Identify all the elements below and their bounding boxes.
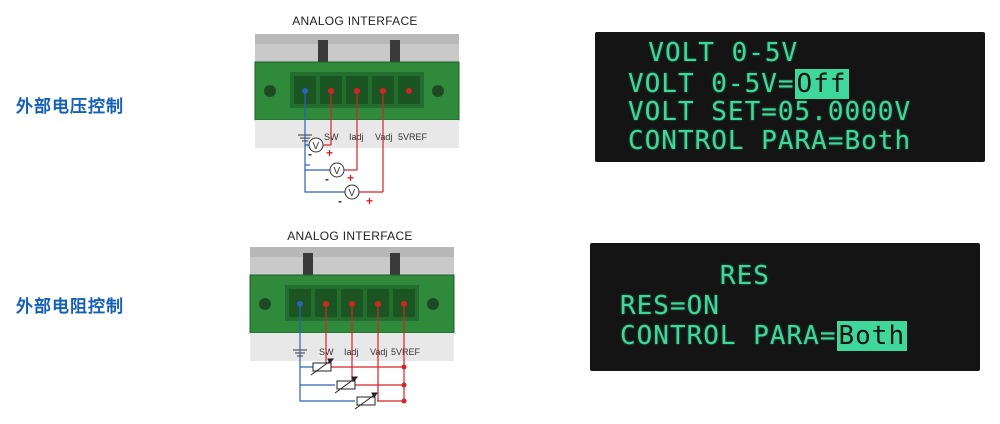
lcd-line: RES: [620, 261, 770, 291]
meter-symbol-1: V: [313, 141, 320, 152]
lcd-display-resistance: RES RES=ON CONTROL PARA=Both: [590, 243, 980, 371]
plus-sign-2: +: [347, 171, 354, 185]
lcd-highlight: Off: [794, 69, 849, 99]
section-label-voltage: 外部电压控制: [16, 97, 124, 117]
minus-sign-1: -: [308, 147, 312, 161]
lcd-line: CONTROL PARA=Both: [628, 126, 912, 156]
pin-label-vadj: Vadj: [375, 132, 392, 142]
plus-sign-3: +: [366, 194, 373, 208]
pin-label-iadj: Iadj: [344, 347, 359, 357]
minus-sign-3: -: [338, 194, 342, 208]
lcd-line: RES=ON: [620, 291, 720, 321]
pin-label-5vref: 5VREF: [391, 347, 421, 357]
interface-title: ANALOG INTERFACE: [287, 229, 413, 243]
lcd-highlight: Both: [836, 321, 908, 351]
plus-sign-1: +: [326, 146, 333, 160]
lcd-display-voltage: VOLT 0-5V VOLT 0-5V=Off VOLT SET=05.0000…: [595, 32, 985, 162]
meter-symbol-2: V: [334, 166, 341, 177]
voltage-wiring-diagram: ANALOG INTERFACE SW Iadj Vadj 5VREF: [250, 10, 470, 210]
meter-symbol-3: V: [349, 188, 356, 199]
interface-title: ANALOG INTERFACE: [292, 14, 418, 28]
pin-label-5vref: 5VREF: [398, 132, 428, 142]
minus-sign-2: -: [325, 172, 329, 186]
lcd-line: VOLT SET=05.0000V: [628, 97, 912, 127]
lcd-line: CONTROL PARA=Both: [620, 321, 908, 351]
section-label-resistance: 外部电阻控制: [16, 297, 124, 317]
resistance-wiring-diagram: ANALOG INTERFACE SW Iadj Vadj 5VREF: [245, 225, 465, 415]
lcd-line: VOLT 0-5V=Off: [628, 69, 849, 99]
pin-label-iadj: Iadj: [349, 132, 364, 142]
pin-label-vadj: Vadj: [370, 347, 387, 357]
lcd-line: VOLT 0-5V: [615, 38, 799, 68]
